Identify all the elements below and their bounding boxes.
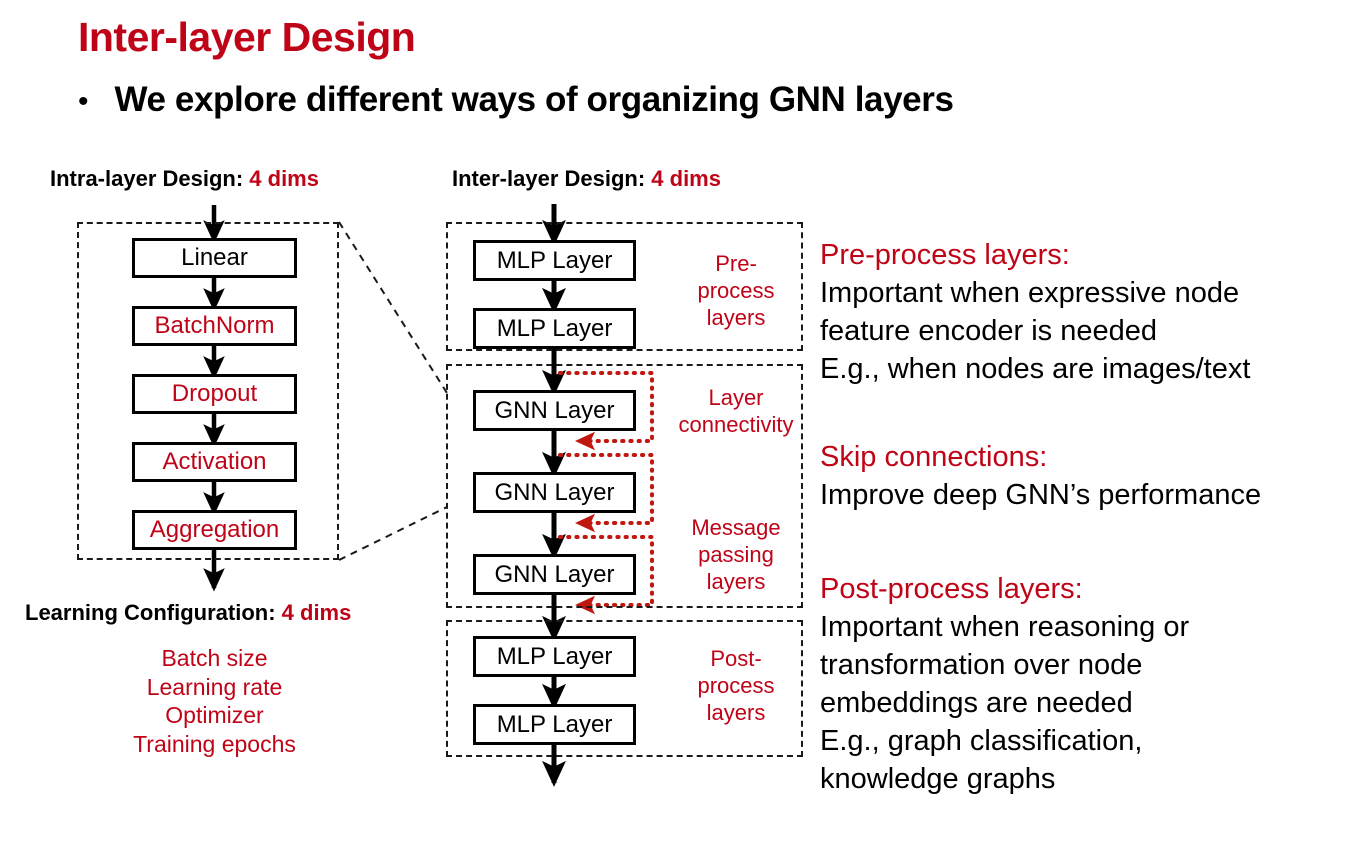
flow-box-gnn-layer-3[interactable]: GNN Layer <box>473 554 636 595</box>
inter-layer-heading-dims: 4 dims <box>651 166 721 191</box>
bullet-dot-icon: • <box>78 85 89 118</box>
page-title: Inter-layer Design <box>78 14 416 60</box>
annotation-heading: Pre-process layers: <box>820 239 1070 271</box>
flow-box-linear[interactable]: Linear <box>132 238 297 278</box>
annotation-heading: Skip connections: <box>820 441 1048 473</box>
intra-layer-heading: Intra-layer Design: 4 dims <box>50 166 319 192</box>
flow-box-gnn-layer-2[interactable]: GNN Layer <box>473 472 636 513</box>
flow-box-aggregation[interactable]: Aggregation <box>132 510 297 550</box>
learning-configuration-heading-text: Learning Configuration: <box>25 600 282 625</box>
flow-box-gnn-layer-1[interactable]: GNN Layer <box>473 390 636 431</box>
list-item: Batch size <box>161 645 268 671</box>
annotation-line: E.g., graph classification, <box>820 725 1143 757</box>
learning-configuration-list: Batch size Learning rate Optimizer Train… <box>77 644 352 758</box>
inter-layer-heading: Inter-layer Design: 4 dims <box>452 166 721 192</box>
learning-configuration-heading-dims: 4 dims <box>281 600 352 625</box>
annotation-line: embeddings are needed <box>820 687 1133 719</box>
learning-configuration-heading: Learning Configuration: 4 dims <box>25 600 351 626</box>
list-item: Optimizer <box>165 702 264 728</box>
annotation-line: knowledge graphs <box>820 763 1056 795</box>
pre-process-group-box <box>446 222 803 351</box>
zoom-connector-lines <box>338 221 448 561</box>
annotation-line: feature encoder is needed <box>820 315 1157 347</box>
annotation-line: Improve deep GNN’s performance <box>820 479 1262 511</box>
annotation-line: transformation over node <box>820 649 1143 681</box>
flow-box-activation[interactable]: Activation <box>132 442 297 482</box>
annotation-pre-process: Pre-process layers: Important when expre… <box>820 236 1365 388</box>
flow-box-mlp-layer-4[interactable]: MLP Layer <box>473 704 636 745</box>
message-passing-group-box <box>446 364 803 608</box>
flow-box-mlp-layer-2[interactable]: MLP Layer <box>473 308 636 349</box>
annotation-post-process: Post-process layers: Important when reas… <box>820 570 1365 798</box>
intra-layer-group-box <box>77 222 339 560</box>
intra-layer-heading-text: Intra-layer Design: <box>50 166 250 191</box>
list-item: Training epochs <box>133 730 296 757</box>
flow-box-batchnorm[interactable]: BatchNorm <box>132 306 297 346</box>
bullet-row: • We explore different ways of organizin… <box>78 80 954 120</box>
inter-layer-heading-text: Inter-layer Design: <box>452 166 652 191</box>
annotation-line: Important when reasoning or <box>820 611 1190 643</box>
flow-box-mlp-layer-3[interactable]: MLP Layer <box>473 636 636 677</box>
intra-layer-heading-dims: 4 dims <box>249 166 319 191</box>
post-process-group-box <box>446 620 803 757</box>
list-item: Learning rate <box>146 673 283 700</box>
annotation-line: E.g., when nodes are images/text <box>820 353 1251 385</box>
flow-box-dropout[interactable]: Dropout <box>132 374 297 414</box>
annotation-line: Important when expressive node <box>820 277 1240 309</box>
bullet-text: We explore different ways of organizing … <box>114 80 954 119</box>
annotation-heading: Post-process layers: <box>820 573 1083 605</box>
annotation-skip-connections: Skip connections: Improve deep GNN’s per… <box>820 438 1365 514</box>
flow-box-mlp-layer-1[interactable]: MLP Layer <box>473 240 636 281</box>
